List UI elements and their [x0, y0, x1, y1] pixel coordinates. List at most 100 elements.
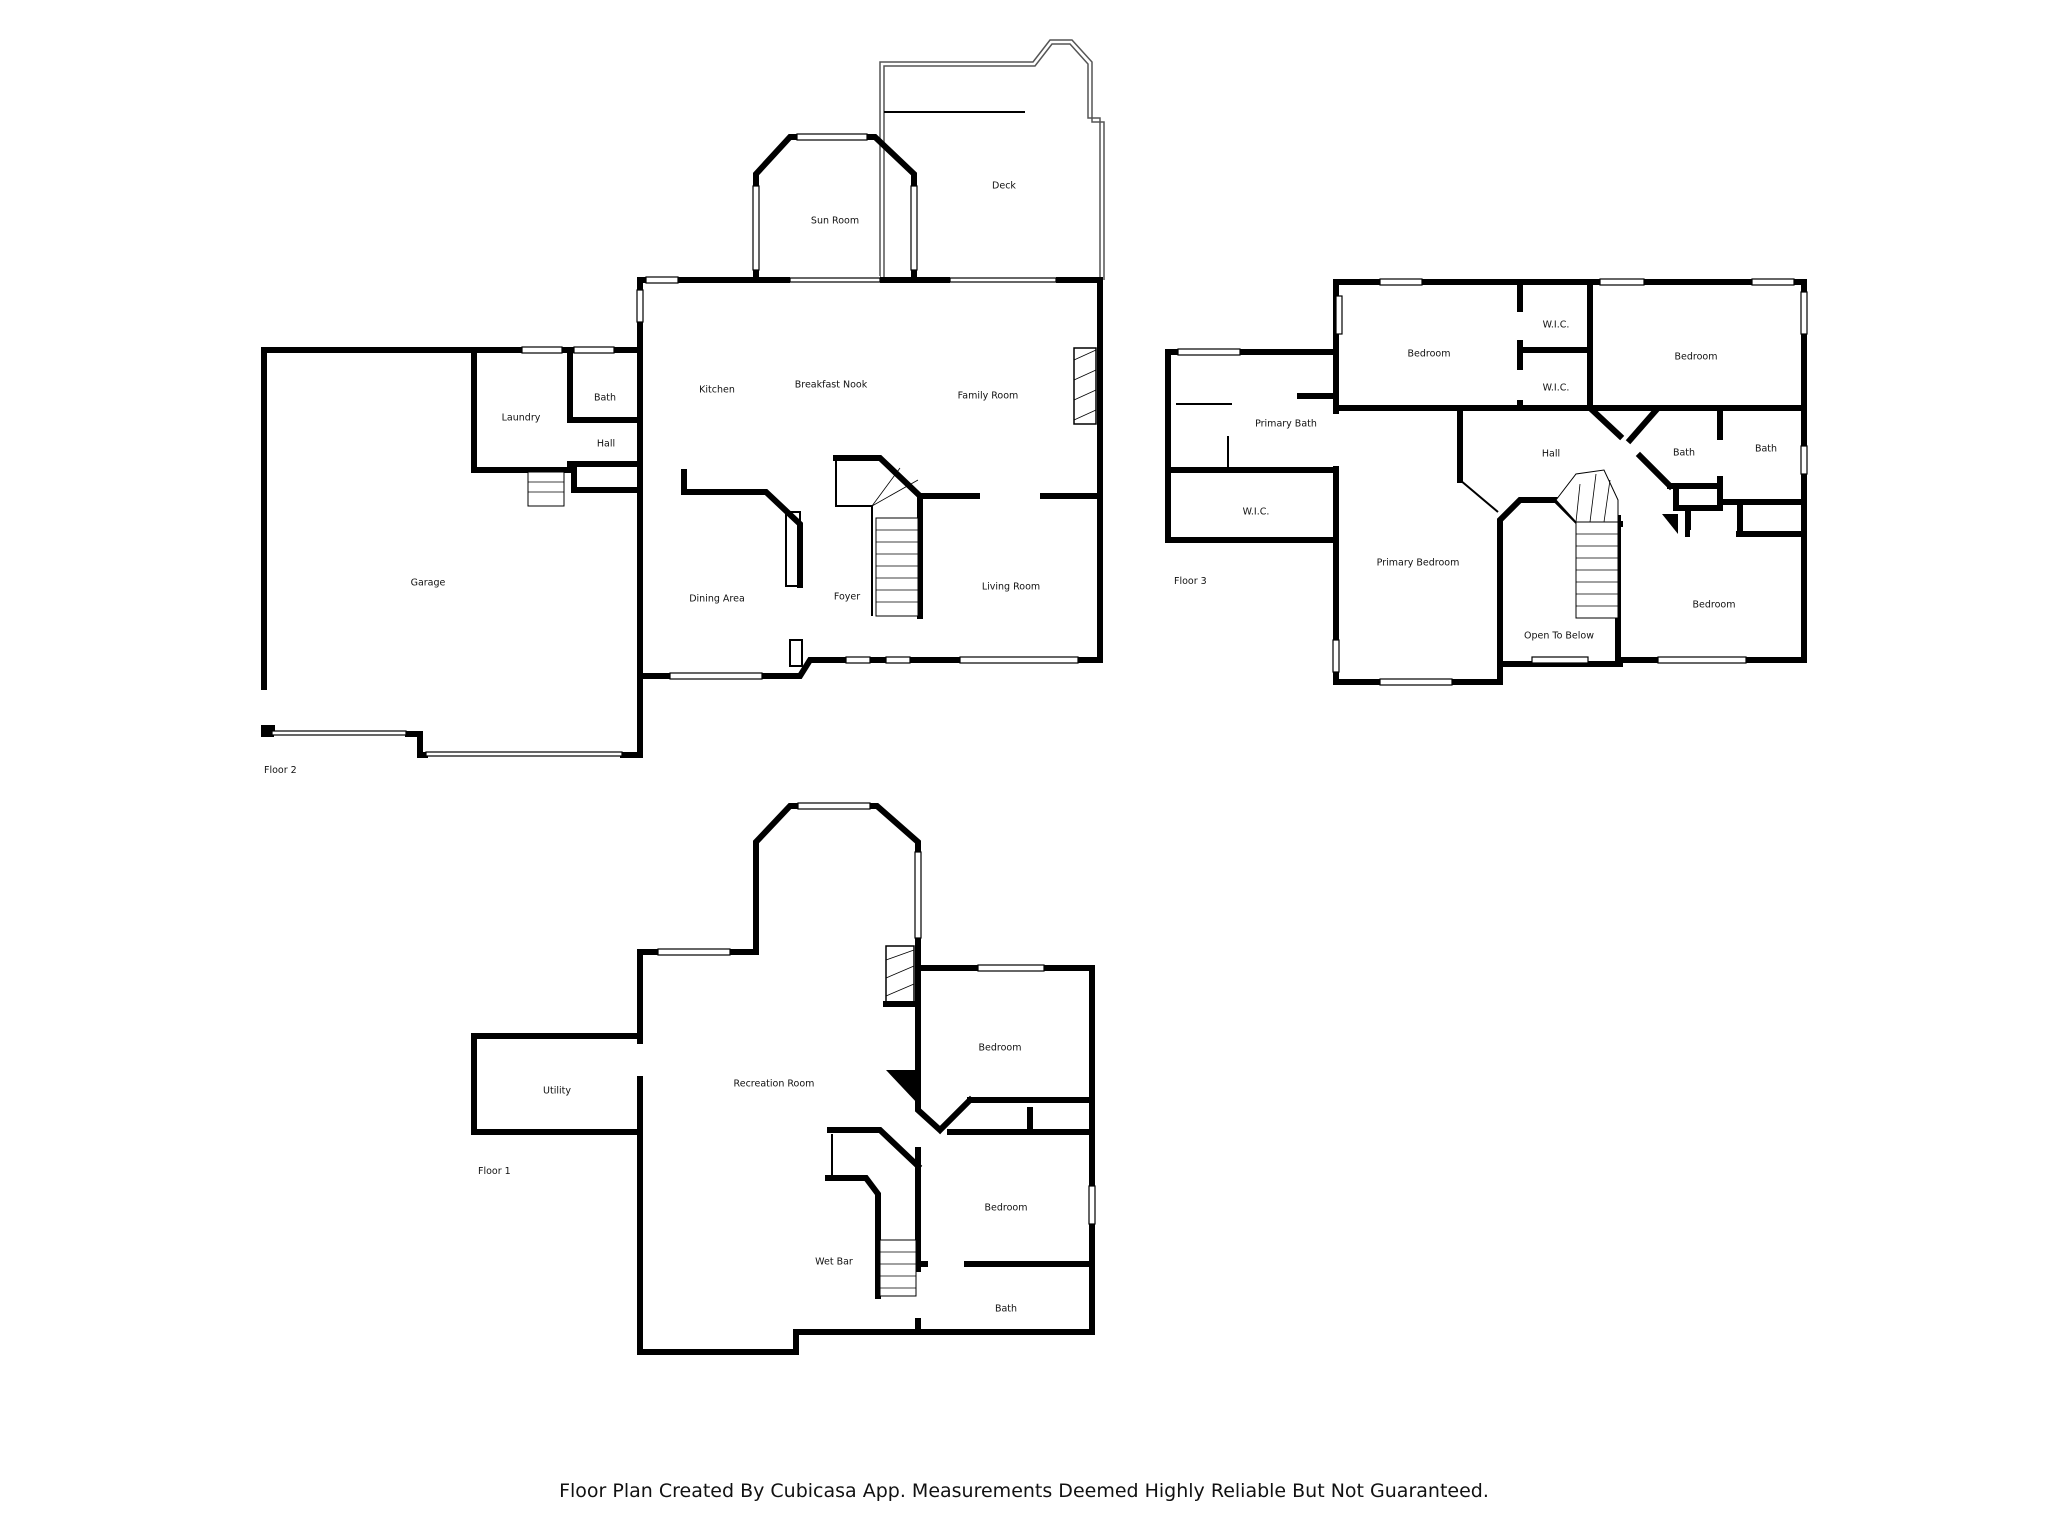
label-wic-left: W.I.C.	[1243, 507, 1270, 518]
laundry-window	[521, 346, 563, 354]
floor-3-plan: Bedroom W.I.C. W.I.C. Bedroom Primary Ba…	[1165, 278, 1808, 686]
column-floor1	[886, 1070, 918, 1104]
bedroom-top-walls	[915, 965, 1095, 1135]
label-dining-area: Dining Area	[689, 594, 745, 605]
stair-rail	[835, 458, 873, 616]
bedroom-nw-walls	[1333, 279, 1593, 411]
bedroom-ne-window-2	[1751, 278, 1795, 286]
bath-right-window	[1800, 445, 1808, 475]
stair-wall	[833, 455, 923, 619]
primary-bedroom-window-2	[1332, 639, 1340, 673]
deck-outline-inner	[883, 43, 1101, 280]
fireplace-hatch	[885, 983, 915, 997]
label-bath-floor1: Bath	[995, 1304, 1017, 1315]
primary-bath-window	[1177, 348, 1241, 356]
label-deck: Deck	[992, 181, 1016, 192]
primary-bath-fixtures	[1176, 403, 1232, 468]
foyer-closet	[789, 639, 803, 667]
label-primary-bath: Primary Bath	[1255, 419, 1317, 430]
sun-room-window-top	[796, 133, 868, 141]
dining-window	[669, 672, 763, 680]
label-primary-bedroom: Primary Bedroom	[1377, 558, 1460, 569]
kitchen-island	[785, 511, 801, 587]
sun-room-glass	[789, 277, 881, 283]
floor1-stair-wall	[825, 1127, 923, 1299]
label-open-to-below: Open To Below	[1524, 631, 1594, 642]
fireplace-hatch	[885, 965, 915, 979]
fireplace-floor2	[1073, 347, 1097, 425]
primary-bedroom-door	[1459, 479, 1499, 513]
foyer-window-1	[845, 656, 871, 664]
floor-2-label: Floor 2	[264, 765, 297, 776]
label-bedroom-mid-floor1: Bedroom	[985, 1203, 1028, 1214]
sun-room-walls	[753, 134, 917, 283]
bedroom-nw-window-1	[1379, 278, 1423, 286]
label-hall-floor3: Hall	[1542, 449, 1560, 460]
living-window	[959, 656, 1079, 664]
primary-bedroom-window-1	[1379, 678, 1453, 686]
floor-1-label: Floor 1	[478, 1166, 511, 1177]
fireplace-hatch	[885, 949, 915, 961]
label-hall-floor2: Hall	[597, 439, 615, 450]
laundry-walls	[471, 347, 643, 473]
floor3-stair-treads	[1555, 469, 1619, 607]
garage-door-panel-1	[271, 730, 407, 736]
label-kitchen: Kitchen	[699, 385, 735, 396]
fireplace-floor1	[885, 945, 915, 1003]
rec-room-bay-window	[797, 802, 871, 810]
foyer-window-2	[885, 656, 911, 664]
kitchen-window-top	[645, 276, 679, 284]
bath-window-floor2	[573, 346, 615, 354]
garage-door-panel-2	[425, 751, 623, 757]
rec-room-side-window	[914, 851, 922, 939]
bedroom-mid-window	[1088, 1185, 1096, 1225]
bedroom-top-window	[977, 964, 1045, 972]
main-house-walls	[637, 277, 1103, 679]
bath-block-walls	[1625, 405, 1807, 511]
bedroom-ne-window-1	[1599, 278, 1645, 286]
rec-room-window	[657, 948, 731, 956]
fireplace-hatch	[1073, 389, 1097, 401]
label-wic-mid: W.I.C.	[1543, 383, 1570, 394]
label-bath-right-floor3: Bath	[1755, 444, 1777, 455]
bedroom-se-window	[1657, 656, 1747, 664]
label-foyer: Foyer	[834, 592, 860, 603]
label-wet-bar: Wet Bar	[815, 1257, 853, 1268]
fireplace-hatch	[1073, 349, 1097, 361]
floor1-outer-walls	[637, 803, 1095, 1355]
label-wic-top: W.I.C.	[1543, 320, 1570, 331]
utility-walls	[471, 1033, 643, 1135]
sun-room-window-left	[752, 185, 760, 271]
garage-steps	[527, 471, 565, 507]
label-bedroom-top-floor1: Bedroom	[979, 1043, 1022, 1054]
deck-glass	[949, 277, 1057, 283]
main-stair	[875, 517, 919, 617]
floor-3-label: Floor 3	[1174, 576, 1207, 587]
garage-walls	[261, 347, 643, 758]
label-bath-left-floor3: Bath	[1673, 448, 1695, 459]
label-breakfast-nook: Breakfast Nook	[795, 380, 868, 391]
sun-room-window-right	[910, 185, 918, 271]
label-bedroom-ne: Bedroom	[1675, 352, 1718, 363]
label-bath-floor2: Bath	[594, 393, 616, 404]
fireplace-hatch	[1073, 369, 1097, 381]
label-bedroom-nw: Bedroom	[1408, 349, 1451, 360]
open-to-below-window	[1531, 656, 1589, 664]
label-living-room: Living Room	[982, 582, 1040, 593]
bedroom-nw-window-2	[1335, 295, 1343, 335]
floor-2-plan: Deck Sun Room Kitchen Breakfast Nook Fam…	[260, 39, 1105, 776]
disclaimer-footer: Floor Plan Created By Cubicasa App. Meas…	[559, 1480, 1489, 1502]
label-bedroom-se: Bedroom	[1693, 600, 1736, 611]
floor1-stair-treads	[880, 1251, 916, 1289]
fireplace-hatch	[1073, 409, 1097, 421]
kitchen-counter-wall	[681, 469, 803, 588]
bedroom-ne-window-3	[1800, 291, 1808, 335]
label-utility: Utility	[543, 1086, 571, 1097]
stair-treads	[871, 467, 919, 603]
label-sun-room: Sun Room	[811, 216, 859, 227]
floor-1-plan: Bedroom Utility Recreation Room Bedroom …	[471, 802, 1096, 1355]
label-family-room: Family Room	[958, 391, 1019, 402]
label-garage: Garage	[411, 578, 446, 589]
column-floor3	[1662, 514, 1678, 534]
